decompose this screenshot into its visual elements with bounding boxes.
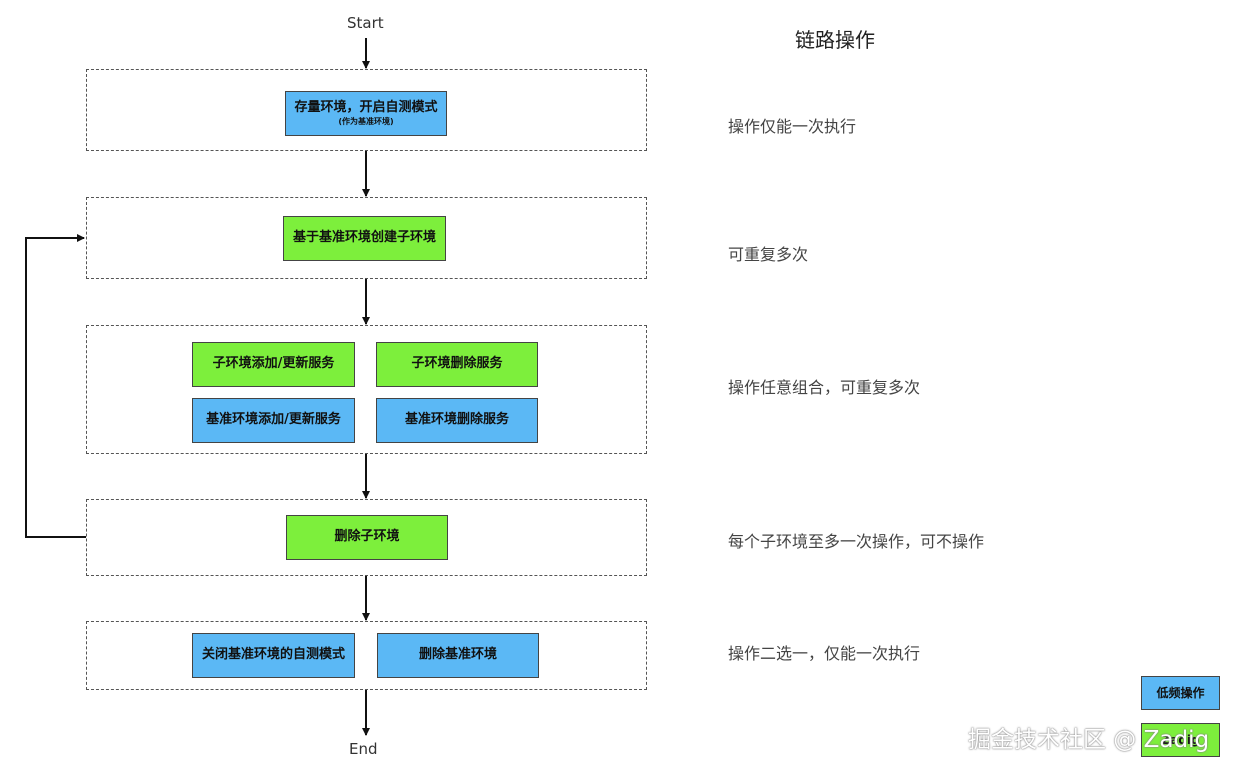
step3-box-subenv-add-update: 子环境添加/更新服务 [192,342,355,387]
step-group-4 [86,499,647,576]
step3-box-baseenv-delete-service: 基准环境删除服务 [376,398,538,443]
step5-box-delete-baseenv: 删除基准环境 [377,633,539,678]
step2-box-create-subenv: 基于基准环境创建子环境 [283,216,446,261]
legend-label: Zadig [1161,732,1200,747]
box-label: 子环境删除服务 [411,356,503,372]
step3-box-baseenv-add-update: 基准环境添加/更新服务 [192,398,355,443]
legend-low-frequency: 低频操作 [1141,676,1220,710]
watermark: 掘金技术社区 @ Zadig [968,727,1210,753]
loop-arrow-back-to-step2 [25,234,86,538]
step3-note: 操作任意组合，可重复多次 [728,378,921,397]
step5-box-disable-self-test: 关闭基准环境的自测模式 [192,633,355,678]
step-group-3 [86,325,647,454]
box-label: 删除基准环境 [418,647,497,663]
box-label: 删除子环境 [334,529,400,545]
step5-note: 操作二选一，仅能一次执行 [728,644,921,663]
box-label: 子环境添加/更新服务 [212,356,335,372]
step-group-1 [86,69,647,151]
step-group-5 [86,621,647,690]
legend-zadig: Zadig [1141,723,1220,757]
step3-box-subenv-delete-service: 子环境删除服务 [376,342,538,387]
box-label: 基准环境添加/更新服务 [206,412,341,428]
box-label: 基准环境删除服务 [404,412,509,428]
start-label: Start [347,14,384,32]
step4-box-delete-subenv: 删除子环境 [286,515,448,560]
box-label: 关闭基准环境的自测模式 [201,647,345,663]
step2-note: 可重复多次 [728,245,809,264]
legend-label: 低频操作 [1156,685,1205,700]
box-sublabel: (作为基准环境) [338,117,394,127]
step1-box-enable-self-test: 存量环境，开启自测模式 (作为基准环境) [285,91,447,136]
step1-note: 操作仅能一次执行 [728,117,857,136]
box-label: 基于基准环境创建子环境 [292,230,436,246]
end-label: End [349,740,378,758]
step4-note: 每个子环境至多一次操作，可不操作 [728,532,985,551]
step-group-2 [86,197,647,279]
box-label: 存量环境，开启自测模式 [294,99,438,115]
diagram-title: 链路操作 [795,28,875,52]
